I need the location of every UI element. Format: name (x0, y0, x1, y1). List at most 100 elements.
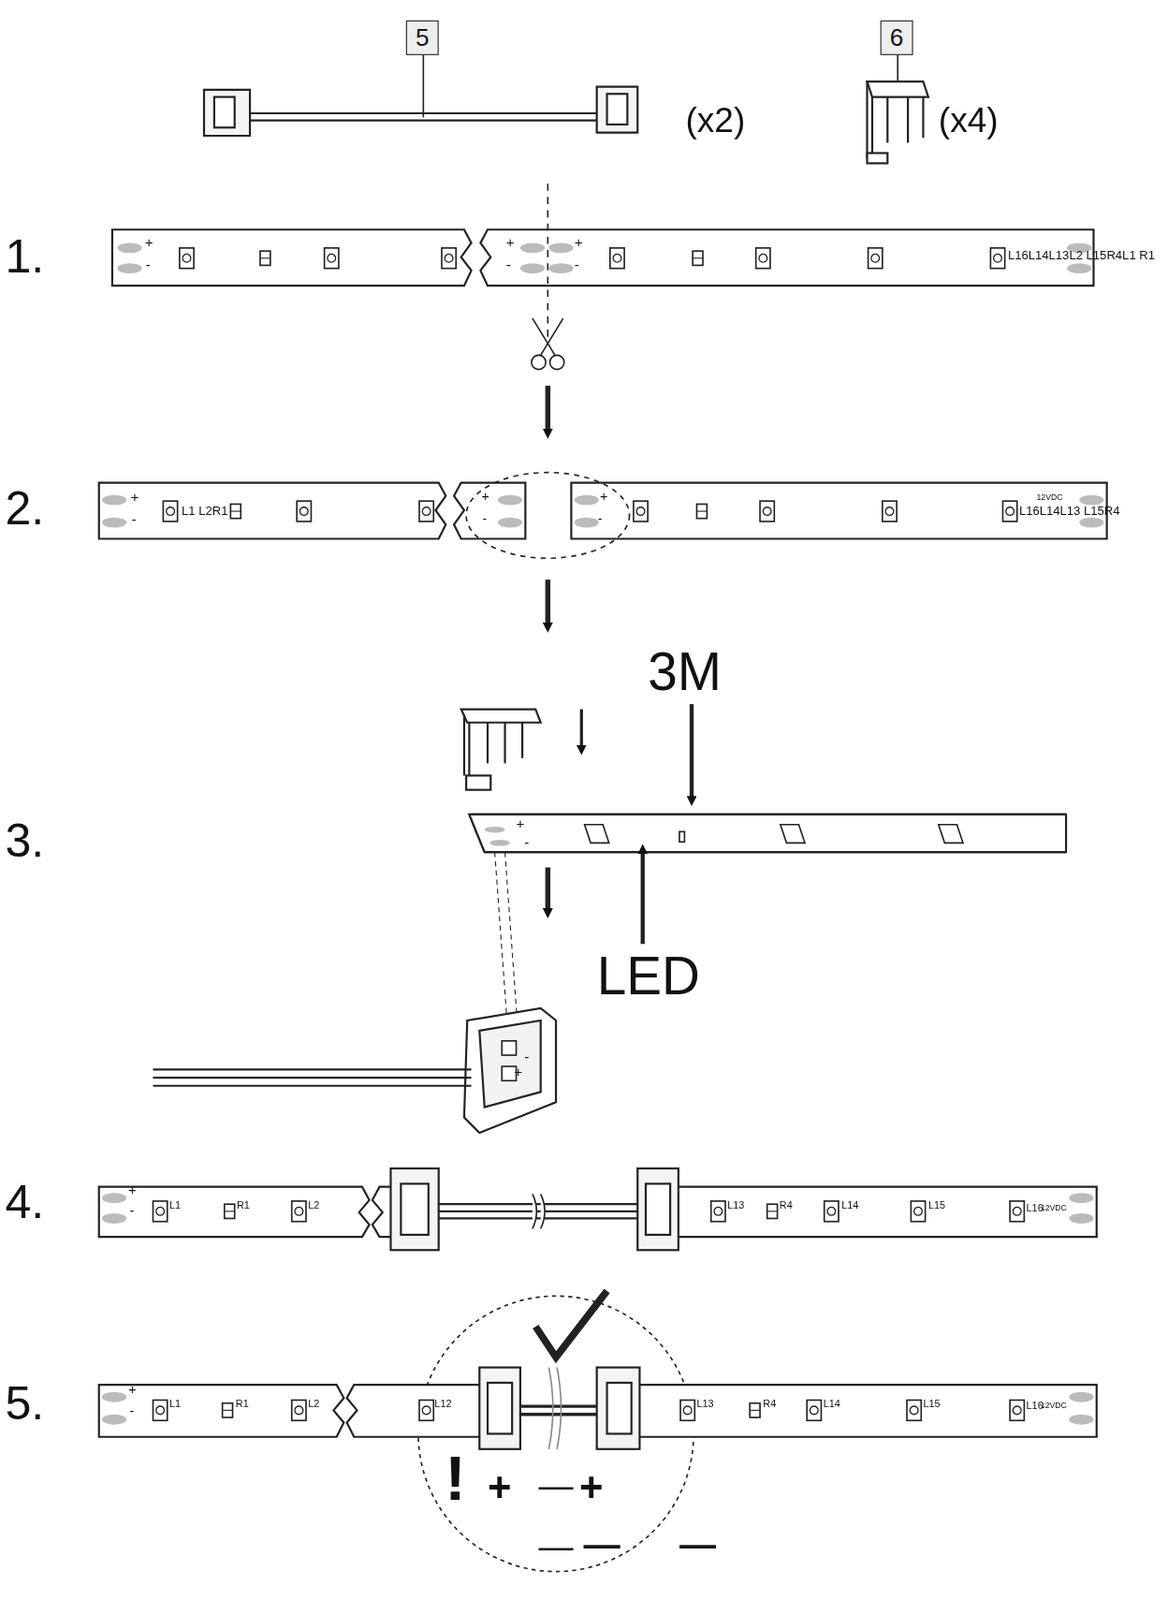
component-ref: L1 (169, 1398, 181, 1409)
led-symbol (906, 1399, 921, 1420)
led-symbol (162, 500, 177, 522)
component-ref: L14 (841, 1199, 859, 1211)
pad-symbol (1068, 1391, 1094, 1402)
polarity: - (524, 834, 529, 849)
voltage: 12VDC (1040, 1401, 1067, 1411)
res-symbol (260, 250, 271, 265)
component-ref: L1 L2R1 (181, 505, 228, 518)
led-symbol (419, 1399, 434, 1420)
polarity: - (598, 511, 603, 526)
callout-box: 6 (880, 20, 914, 56)
polarity: + (513, 1064, 523, 1079)
pad-symbol (548, 242, 573, 253)
step-number: 2. (4, 484, 44, 532)
polarity: — (539, 1528, 574, 1563)
component-ref: L15 (928, 1199, 946, 1211)
callout-number: 5 (415, 25, 430, 50)
led-symbol (441, 248, 456, 269)
pad-symbol (1079, 495, 1104, 506)
pad-symbol (520, 242, 545, 253)
polarity: + (574, 234, 584, 249)
polarity: + (579, 1466, 603, 1508)
pad-symbol (102, 1192, 127, 1203)
warning-mark: ! (444, 1446, 467, 1511)
led-symbol (824, 1200, 839, 1222)
led-symbol (711, 1200, 726, 1222)
polarity: - (146, 257, 151, 272)
led-symbol (990, 248, 1005, 269)
callout-number: 6 (890, 25, 905, 50)
polarity: - (506, 257, 511, 272)
pad-symbol (102, 1212, 127, 1224)
pad-symbol (102, 495, 127, 506)
res-symbol (224, 1203, 235, 1218)
component-ref: L1 (169, 1199, 181, 1211)
polarity: - (129, 1403, 134, 1417)
polarity: + (481, 489, 489, 503)
pad-symbol (1068, 1192, 1094, 1203)
res-symbol (767, 1203, 778, 1218)
pad-symbol (1079, 517, 1104, 528)
polarity: — (583, 1526, 620, 1563)
led-symbol (633, 500, 648, 522)
component-ref: L16L14L13 L15R4 (1019, 505, 1121, 518)
polarity: + (145, 234, 154, 249)
led-symbol (882, 500, 897, 522)
polarity: - (482, 511, 488, 526)
step-number: 5. (4, 1379, 44, 1427)
led-label: LED (597, 949, 701, 1003)
polarity: + (506, 234, 515, 249)
res-symbol (222, 1402, 234, 1417)
pad-symbol (497, 495, 523, 506)
led-symbol (292, 1399, 307, 1420)
led-symbol (179, 248, 194, 269)
polarity: + (599, 489, 608, 503)
led-symbol (1009, 1399, 1024, 1420)
component-ref: L13 (696, 1398, 714, 1409)
component-ref: R4 (779, 1199, 793, 1211)
component-ref: L2 (307, 1199, 320, 1211)
pad-symbol (102, 1391, 127, 1402)
led-symbol (324, 248, 339, 269)
res-symbol (696, 503, 707, 518)
led-symbol (1009, 1200, 1024, 1222)
component-ref: L15 (922, 1398, 940, 1409)
led-symbol (153, 1200, 168, 1222)
led-symbol (910, 1200, 925, 1222)
pad-symbol (1068, 1212, 1094, 1224)
pad-symbol (102, 517, 127, 528)
pad-symbol (520, 262, 545, 274)
polarity: - (524, 1049, 529, 1064)
res-symbol (230, 503, 241, 518)
pad-symbol (102, 1414, 127, 1425)
quantity: (x2) (685, 102, 745, 137)
polarity: + (128, 1182, 136, 1197)
led-symbol (610, 248, 625, 269)
led-symbol (759, 500, 774, 522)
led-symbol (680, 1399, 695, 1420)
led-symbol (153, 1399, 168, 1420)
pad-symbol (116, 262, 142, 274)
pad-symbol (548, 262, 573, 274)
step-number: 3. (4, 816, 44, 863)
pad-symbol (574, 517, 599, 528)
polarity: + (516, 816, 526, 831)
res-symbol (749, 1402, 760, 1417)
quantity: (x4) (938, 102, 999, 137)
polarity: - (574, 257, 580, 272)
component-ref: R4 (762, 1398, 776, 1409)
led-symbol (1002, 500, 1017, 522)
polarity: + (487, 1466, 511, 1508)
voltage: 12VDC (1036, 494, 1063, 503)
polarity: - (131, 511, 137, 526)
component-ref: L14 (823, 1398, 841, 1409)
pad-symbol (1066, 262, 1092, 274)
pad-symbol (116, 242, 142, 253)
voltage: 12VDC (1040, 1203, 1067, 1212)
callout-box: 5 (406, 20, 439, 56)
component-ref: R1 (236, 1199, 250, 1211)
led-symbol (296, 500, 311, 522)
pad-symbol (497, 517, 523, 528)
led-symbol (292, 1200, 307, 1222)
